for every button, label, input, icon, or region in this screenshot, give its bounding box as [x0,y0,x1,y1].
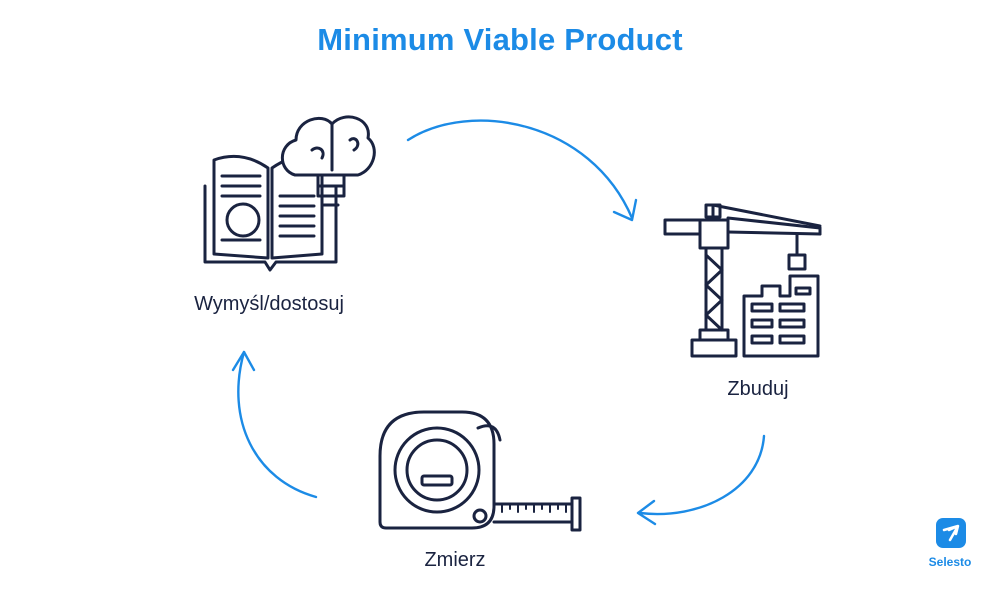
arrow-build-to-measure [636,434,766,526]
step-label-measure: Zmierz [424,549,486,571]
diagram-title: Minimum Viable Product [317,22,683,57]
book-brain-icon [203,115,376,272]
selesto-logo-icon [936,518,966,548]
arrow-think-to-build [406,119,638,222]
step-label-build: Zbuduj [727,378,789,400]
brand-name: Selesto [928,555,972,569]
step-label-think: Wymyśl/dostosuj [194,293,344,315]
construction-crane-icon [663,203,822,358]
arrow-measure-to-think [231,350,318,499]
tape-measure-icon [378,410,582,532]
